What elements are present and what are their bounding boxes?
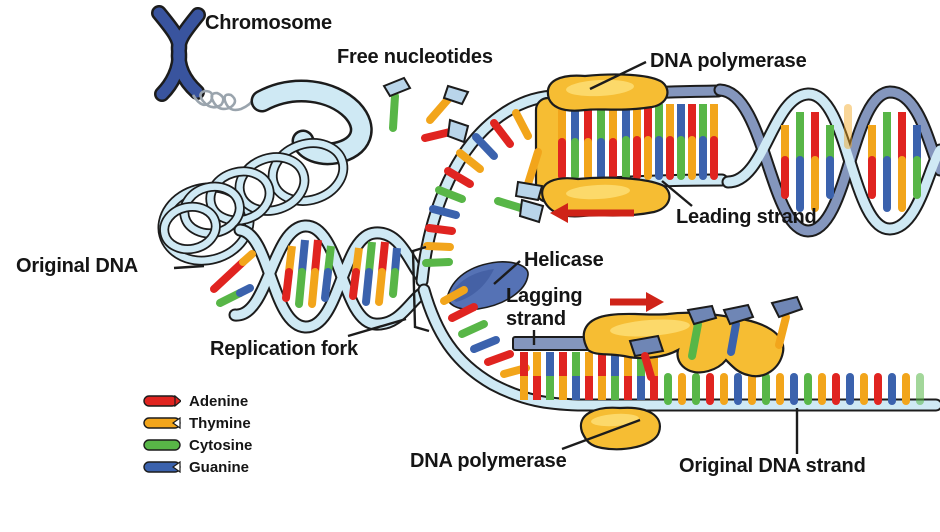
base-pairs <box>210 239 401 308</box>
label-dna-polymerase-bottom: DNA polymerase <box>410 450 567 472</box>
label-leading-strand: Leading strand <box>676 206 817 228</box>
pointer-leading-strand <box>661 180 693 207</box>
free-nucleotide <box>426 84 470 124</box>
legend-swatch-cytosine <box>143 439 181 451</box>
supercoil-rings <box>157 138 349 266</box>
base-pairs <box>558 104 718 180</box>
legend-swatch-adenine <box>143 395 181 407</box>
unwinding-fiber <box>191 79 373 166</box>
free-nucleotide <box>770 295 804 349</box>
pointer-helicase <box>493 260 521 285</box>
label-original-dna-strand: Original DNA strand <box>679 455 866 477</box>
label-free-nucleotides: Free nucleotides <box>337 46 493 68</box>
label-dna-polymerase-top: DNA polymerase <box>650 50 807 72</box>
legend-item-guanine: Guanine <box>143 456 252 478</box>
nucleotide-cap <box>628 334 665 358</box>
leading-direction-arrow <box>550 203 634 223</box>
lagging-strand <box>512 336 658 400</box>
free-nucleotide <box>514 148 544 202</box>
dna-polymerase-leading <box>541 73 671 218</box>
leading-strand-helix <box>713 83 940 238</box>
legend-item-adenine: Adenine <box>143 390 252 412</box>
label-chromosome: Chromosome <box>205 12 332 34</box>
base-pairs <box>520 352 658 400</box>
legend-label: Thymine <box>189 414 251 432</box>
label-replication-fork: Replication fork <box>210 338 358 360</box>
unpaired-bases <box>440 286 924 405</box>
pointer-replication-fork <box>347 317 407 338</box>
free-nucleotide <box>421 118 470 144</box>
legend-swatch-thymine <box>143 417 181 429</box>
pointer-original-dna <box>173 264 205 270</box>
lagging-direction-arrow <box>610 292 664 312</box>
legend-item-thymine: Thymine <box>143 412 252 434</box>
free-nucleotide <box>722 303 755 356</box>
label-lagging-strand: Lagging strand <box>506 285 583 330</box>
base-color-legend: Adenine Thymine Cytosine Guanine <box>143 390 252 478</box>
pointer-dna-polymerase-bottom <box>561 418 641 451</box>
legend-swatch-guanine <box>143 461 181 473</box>
legend-label: Adenine <box>189 392 249 410</box>
free-nucleotide <box>494 197 545 224</box>
pointer-dna-polymerase-top <box>589 60 647 91</box>
legend-item-cytosine: Cytosine <box>143 434 252 456</box>
free-nucleotide <box>382 76 412 132</box>
free-nucleotide <box>686 304 718 360</box>
replication-fork-bracket <box>411 245 430 333</box>
base-pairs <box>781 104 921 212</box>
legend-label: Guanine <box>189 458 250 476</box>
label-helicase: Helicase <box>524 249 604 271</box>
original-dna-helix <box>210 219 431 334</box>
label-original-dna: Original DNA <box>16 255 139 277</box>
legend-label: Cytosine <box>189 436 253 454</box>
bottom-template-strand <box>417 283 940 412</box>
chromosome-icon <box>151 5 206 102</box>
